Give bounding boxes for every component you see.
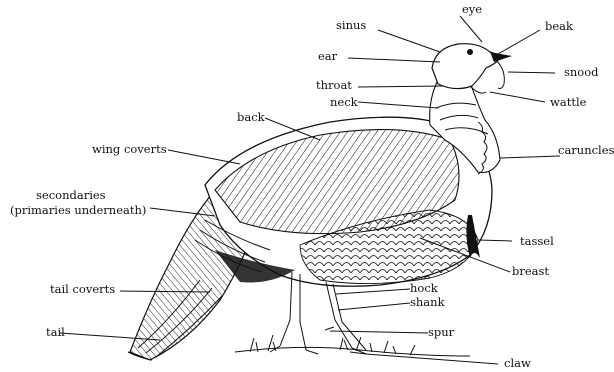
label-caruncles: caruncles: [558, 145, 614, 157]
head-shape: [432, 44, 502, 89]
label-secondaries: secondaries: [36, 190, 106, 202]
label-tassel: tassel: [520, 236, 554, 248]
label-tail-coverts: tail coverts: [50, 284, 115, 296]
label-ear: ear: [318, 51, 337, 63]
label-hock: hock: [410, 283, 438, 295]
label-spur: spur: [428, 327, 454, 339]
label-shank: shank: [410, 297, 445, 309]
label-breast: breast: [512, 266, 549, 278]
label-claw: claw: [504, 358, 531, 370]
label-neck: neck: [330, 97, 358, 109]
snood-shape: [496, 60, 504, 89]
label-sinus: sinus: [336, 20, 366, 32]
label-primaries-underneath: (primaries underneath): [10, 205, 146, 217]
label-wing-coverts: wing coverts: [92, 144, 167, 156]
label-snood: snood: [564, 67, 599, 79]
label-back: back: [237, 112, 265, 124]
label-eye: eye: [462, 4, 482, 16]
label-throat: throat: [316, 80, 352, 92]
label-wattle: wattle: [550, 97, 586, 109]
eye-dot: [467, 49, 473, 55]
label-tail: tail: [46, 327, 65, 339]
label-beak: beak: [545, 21, 573, 33]
